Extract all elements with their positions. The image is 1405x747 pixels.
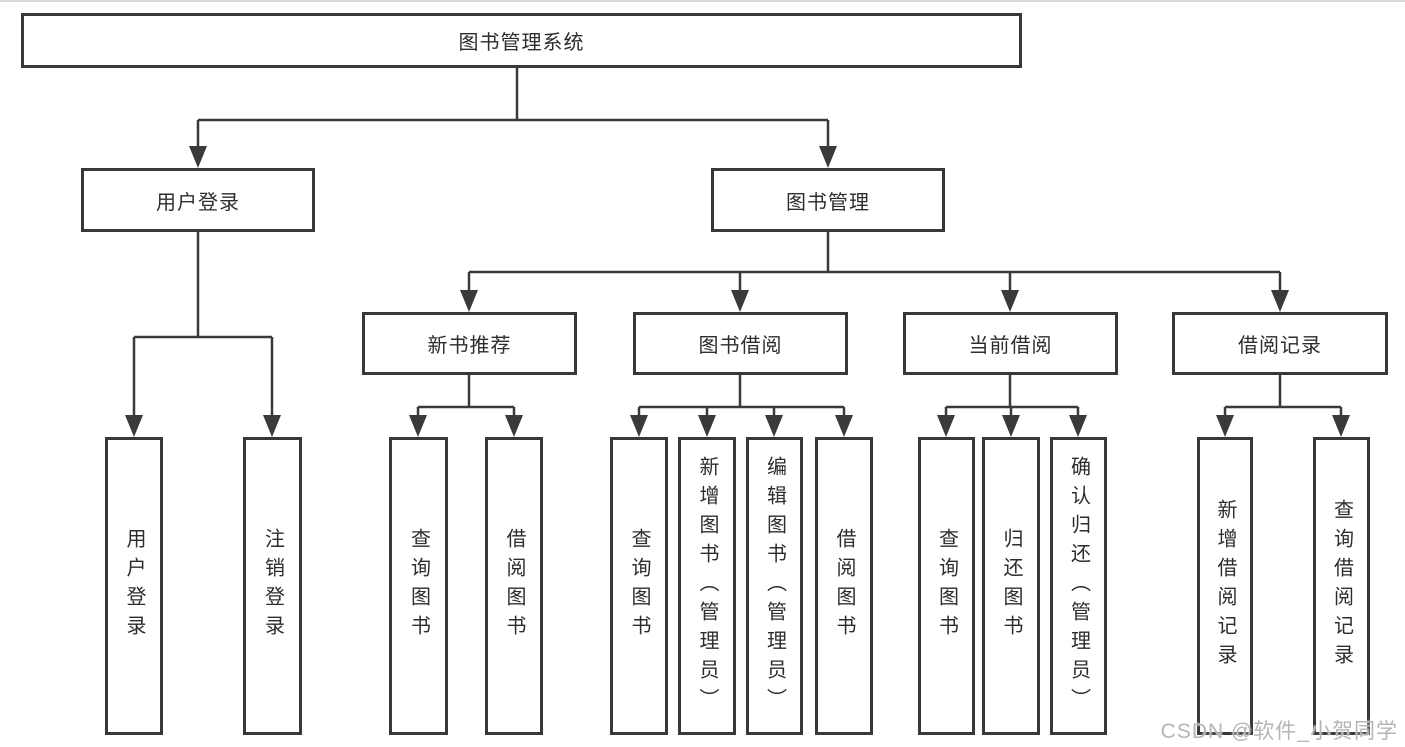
node-label: 借阅记录 [1238,335,1322,357]
connector-book-borrow-to-leaves [637,375,846,420]
connector-borrow-records-to-leaves [1223,375,1343,420]
connector-new-book-rec-to-leaves [416,375,516,420]
page-top-divider [0,0,1405,2]
arrowhead [1216,415,1234,437]
node-leaf-confirm-return-admin: 确认归还（管理员） [1050,437,1107,735]
node-label: 新增借阅记录 [1214,499,1236,673]
node-leaf-return-books: 归还图书 [982,437,1040,735]
node-label: 归还图书 [1000,528,1022,644]
arrowhead [731,290,749,312]
connector-user-login-to-leaves [132,232,274,420]
node-label: 查询借阅记录 [1330,499,1353,673]
arrowhead [630,415,648,437]
node-leaf-add-borrow-record: 新增借阅记录 [1197,437,1253,735]
arrowhead [409,415,427,437]
arrowhead [698,415,716,437]
arrowhead [1332,415,1350,437]
connector-current-borrow-to-leaves [944,375,1080,420]
node-label: 用户登录 [123,528,145,644]
arrowhead [505,415,523,437]
arrowhead [263,415,281,437]
arrowhead [765,415,783,437]
node-label: 用户登录 [156,191,240,214]
node-book-borrowing: 图书借阅 [633,312,848,375]
node-label: 新书推荐 [427,335,512,357]
arrowhead [189,146,207,168]
node-user-login: 用户登录 [81,168,315,232]
arrowhead [937,415,955,437]
node-leaf-borrow-books: 借阅图书 [815,437,873,735]
node-label: 注销登录 [261,528,284,644]
csdn-watermark: CSDN @软件_小贺同学 [1160,720,1398,743]
node-label: 编辑图书（管理员） [763,455,786,717]
node-label: 借阅图书 [833,528,855,644]
node-label: 图书管理 [786,191,870,214]
node-leaf-add-books-admin: 新增图书（管理员） [678,437,736,735]
arrowhead [835,415,853,437]
arrowhead [125,415,143,437]
node-leaf-query-borrow-record: 查询借阅记录 [1313,437,1370,735]
node-label: 新增图书（管理员） [696,455,718,717]
node-leaf-borrow-books-recommend: 借阅图书 [485,437,543,735]
node-leaf-query-books-borrow: 查询图书 [610,437,668,735]
node-label: 查询图书 [407,528,430,644]
node-leaf-edit-books-admin: 编辑图书（管理员） [746,437,803,735]
arrowhead [819,146,837,168]
node-label: 确认归还（管理员） [1067,455,1090,717]
node-label: 图书借阅 [698,335,783,357]
arrowhead [1001,290,1019,312]
connector-book-mgmt-to-level3 [467,232,1282,295]
node-library-management-system: 图书管理系统 [21,13,1022,68]
node-new-book-recommendation: 新书推荐 [362,312,577,375]
node-leaf-logout: 注销登录 [243,437,302,735]
arrowhead [1069,415,1087,437]
node-borrowing-records: 借阅记录 [1172,312,1388,375]
connector-root-to-level2 [196,68,830,151]
node-label: 查询图书 [935,528,958,644]
node-leaf-user-login: 用户登录 [105,437,163,735]
node-book-management: 图书管理 [711,168,945,232]
node-label: 当前借阅 [968,335,1053,357]
arrowheads [125,146,1350,437]
node-label: 借阅图书 [503,528,525,644]
node-current-borrowing: 当前借阅 [903,312,1118,375]
node-label: 查询图书 [628,528,650,644]
arrowhead [460,290,478,312]
arrowhead [1271,290,1289,312]
node-label: 图书管理系统 [458,32,585,54]
node-leaf-query-books-current: 查询图书 [918,437,975,735]
arrowhead [1002,415,1020,437]
node-leaf-query-books-recommend: 查询图书 [389,437,448,735]
